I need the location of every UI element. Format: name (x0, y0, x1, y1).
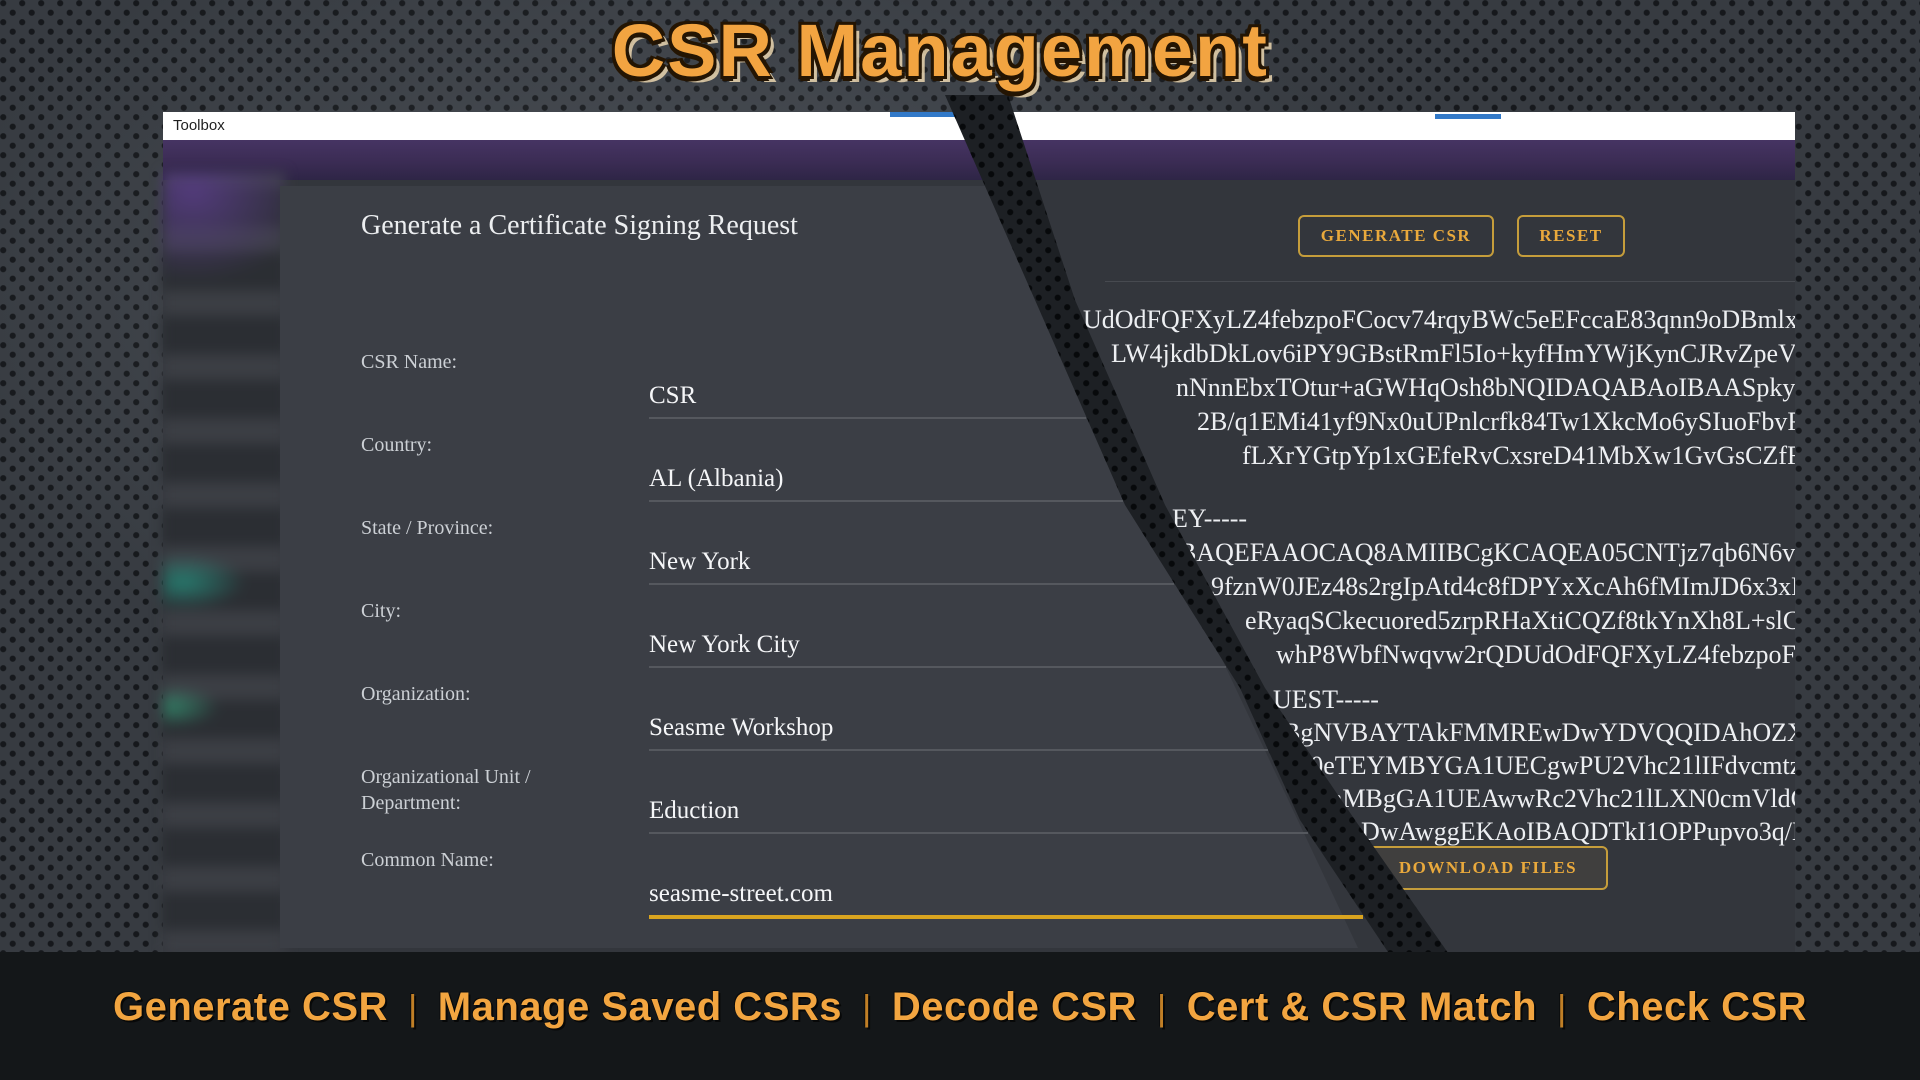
field-underline (649, 583, 1174, 585)
footer-separator: | (862, 986, 872, 1028)
field-label: CSR Name: (361, 351, 458, 373)
footer-menu: Generate CSR | Manage Saved CSRs | Decode CS… (0, 985, 1920, 1030)
output-line-certificate-request: BgNVBAYTAkFMMREwDwYDVQQIDAhOZXcgWV (1283, 718, 1795, 747)
sidebar-blur-texture (163, 172, 285, 955)
csr-output-panel: UdOdFQFXyLZ4febzpoFCocv74rqyBWc5eEFccaE8… (1000, 282, 1795, 954)
output-line-certificate-request: 2l0eTEYMBYGA1UECgwPU2Vhc21lIFdvcmtzaG (1290, 751, 1795, 780)
field-value-input[interactable]: New York City (649, 631, 800, 658)
field-underline (649, 832, 1308, 834)
page-title: CSR Management (611, 9, 1269, 92)
field-label: Organizational Unit / Department: (361, 766, 531, 814)
footer-item-manage-saved-csrs[interactable]: Manage Saved CSRs (437, 985, 842, 1029)
output-line-public-key: BAQEFAAOCAQ8AMIIBCgKCAQEA05CNTjz7qb6N6vw… (1179, 538, 1795, 567)
field-label: Common Name: (361, 849, 494, 871)
output-line-certificate-request: UEST----- (1273, 685, 1379, 714)
output-line-public-key: eRyaqSCkecuored5zrpRHaXtiCQZf8tkYnXh8L+s… (1245, 606, 1795, 635)
sidebar-blurred (163, 172, 285, 955)
output-line-certificate-request: DwAwggEKAoIBAQDTkI1OPPupvo3q/BL9Uv (1361, 817, 1795, 846)
output-line-private-key: fLXrYGtpYp1xGEfeRvCxsreD41MbXw1GvGsCZfFD… (1242, 441, 1795, 470)
footer-item-cert-csr-match[interactable]: Cert & CSR Match (1186, 985, 1538, 1029)
field-label: Organization: (361, 683, 471, 705)
output-line-private-key: 2B/q1EMi41yf9Nx0uUPnlcrfk84Tw1XkcMo6ySIu… (1197, 407, 1795, 436)
output-line-public-key: whP8WbfNwqvw2rQDUdOdFQFXyLZ4febzpoFCocv7… (1276, 640, 1795, 669)
footer-separator: | (1557, 986, 1567, 1028)
output-line-private-key: LW4jkdbDkLov6iPY9GBstRmFl5Io+kyfHmYWjKyn… (1111, 339, 1795, 368)
field-label: State / Province: (361, 517, 494, 539)
output-line-public-key: 9fznW0JEz48s2rgIpAtd4c8fDPYxXcAh6fMImJD6… (1211, 572, 1795, 601)
form-heading: Generate a Certificate Signing Request (361, 210, 798, 241)
field-underline (649, 749, 1268, 751)
field-value-input[interactable]: AL (Albania) (649, 465, 784, 492)
footer-item-decode-csr[interactable]: Decode CSR (891, 985, 1137, 1029)
footer-item-check-csr[interactable]: Check CSR (1586, 985, 1808, 1029)
field-label: Country: (361, 434, 433, 456)
output-line-public-key: EY----- (1172, 504, 1248, 533)
field-underline (649, 417, 1086, 419)
footer-separator: | (1156, 986, 1167, 1028)
tab-accent-indicator (890, 112, 956, 117)
field-underline (649, 500, 1123, 502)
tab-accent-indicator (1435, 114, 1501, 119)
output-line-private-key: UdOdFQFXyLZ4febzpoFCocv74rqyBWc5eEFccaE8… (1083, 305, 1795, 334)
field-value-input[interactable]: CSR (649, 382, 697, 409)
field-value-input[interactable]: Eduction (649, 797, 740, 824)
field-value-input[interactable]: seasme-street.com (649, 880, 833, 907)
footer-separator: | (407, 986, 418, 1028)
field-label: City: (361, 600, 402, 622)
output-line-private-key: nNnnEbxTOtur+aGWHqOsh8bNQIDAQABAoIBAASpk… (1176, 373, 1795, 402)
reset-button[interactable]: RESET (1517, 215, 1625, 257)
generate-csr-button[interactable]: GENERATE CSR (1298, 215, 1494, 257)
field-underline-focused (649, 915, 1363, 919)
window-title: Toolbox (173, 117, 225, 134)
output-line-certificate-request: EaMBgGA1UEAwwRc2Vhc21lLXN0cmVldC5jb (1315, 784, 1795, 813)
field-value-input[interactable]: New York (649, 548, 751, 575)
panel-divider (1105, 281, 1795, 282)
field-underline (649, 666, 1226, 668)
footer-strip (0, 952, 1920, 1080)
download-files-button[interactable]: DOWNLOAD FILES (1368, 846, 1608, 890)
footer-item-generate-csr[interactable]: Generate CSR (112, 985, 388, 1029)
field-value-input[interactable]: Seasme Workshop (649, 714, 834, 741)
